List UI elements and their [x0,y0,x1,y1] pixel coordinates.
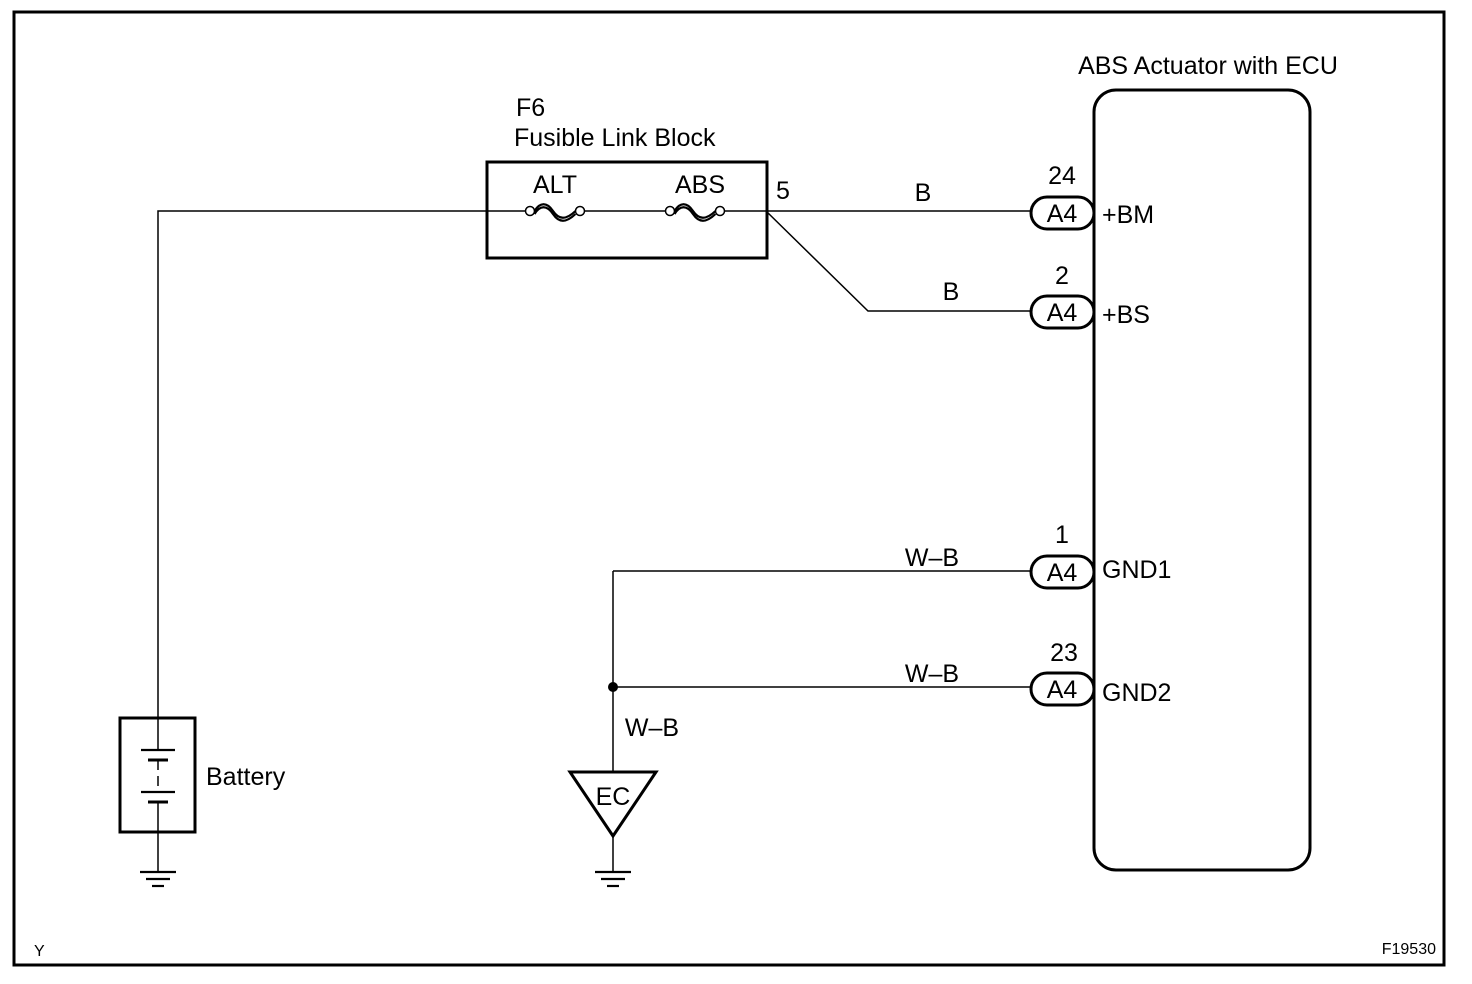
fuse-alt-label: ALT [533,171,577,199]
connector-id-bm: A4 [1047,200,1078,228]
connector-id-gnd2: A4 [1047,676,1078,704]
terminal-gnd1: GND1 [1102,556,1171,584]
pin-number-gnd1: 1 [1055,521,1069,549]
connector-bm [1029,195,1096,231]
battery-ground-icon [140,832,176,888]
fuse-alt-symbol [524,203,586,222]
terminal-bm: +BM [1102,201,1154,229]
wire-battery-to-alt [157,210,526,718]
fuse-abs-symbol [664,203,726,222]
fusible-link-block-id: F6 [516,94,545,122]
terminal-bs: +BS [1102,301,1150,329]
connector-bs [1029,294,1096,330]
ecu-title: ABS Actuator with ECU [1078,52,1338,80]
wire-color-gnd2: W–B [905,660,959,688]
pin-number-gnd2: 23 [1050,639,1078,667]
fusible-link-block-name: Fusible Link Block [514,124,716,152]
ec-ground-icon [595,836,631,888]
figure-code: F19530 [1382,941,1436,958]
pin-number-bm: 24 [1048,162,1076,190]
fuse-abs-label: ABS [675,171,725,199]
connector-gnd2 [1029,671,1096,707]
ground-point-ec-symbol [567,770,659,839]
battery-symbol [141,718,175,832]
pin-number-bs: 2 [1055,262,1069,290]
connector-gnd1 [1029,554,1096,590]
wire-color-bm: B [915,179,932,207]
connector-id-gnd1: A4 [1047,559,1078,587]
diagram-frame [12,10,1446,967]
wire-color-bs: B [943,278,960,306]
wire-color-gnd1: W–B [905,544,959,572]
terminal-gnd2: GND2 [1102,679,1171,707]
fusible-link-block-box [485,160,769,260]
wire-bs [765,210,1031,312]
ecu-body [1092,88,1312,872]
splice-point [608,682,618,692]
battery-label: Battery [206,763,286,791]
corner-mark: Y [34,943,45,960]
wire-color-ground-point: W–B [625,714,679,742]
connector-id-bs: A4 [1047,299,1078,327]
fusible-output-terminal: 5 [776,177,790,205]
ground-point-ec-label: EC [596,783,631,811]
